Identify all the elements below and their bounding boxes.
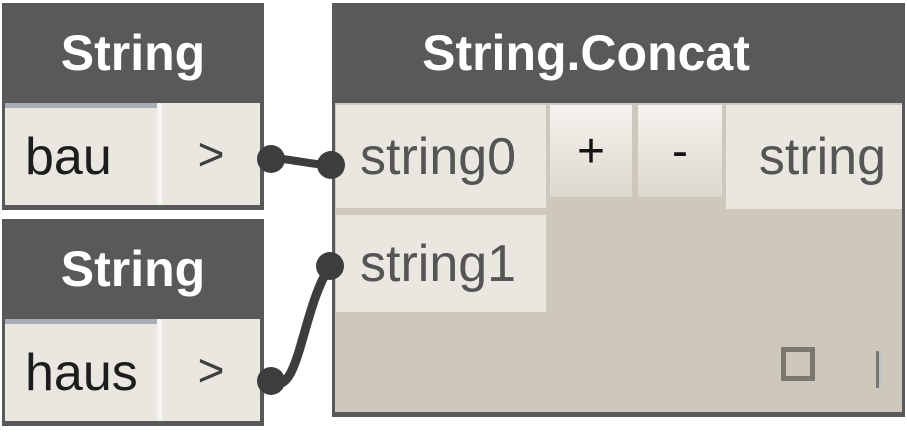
remove-input-button[interactable]: - <box>638 105 722 197</box>
string-concat-node[interactable]: String.Concat string0 string1 + - string <box>332 3 905 417</box>
port-bulb-string0-input[interactable] <box>317 151 345 179</box>
string-node-bau-body: bau > <box>5 103 260 205</box>
concat-input-port-string1[interactable]: string1 <box>336 215 546 312</box>
cell-divider <box>157 103 162 205</box>
add-input-button[interactable]: + <box>550 105 632 197</box>
port-bulb-bau-output[interactable] <box>257 145 285 173</box>
concat-input-port-string0[interactable]: string0 <box>336 105 546 208</box>
string-node-haus-body: haus > <box>5 319 260 421</box>
cell-divider <box>157 319 162 421</box>
string-value-input-haus[interactable]: haus <box>5 319 157 421</box>
concat-output-port-string[interactable]: string <box>726 105 902 209</box>
string-node-bau-title[interactable]: String <box>60 25 206 81</box>
port-bulb-string1-input[interactable] <box>316 252 344 280</box>
string-node-haus[interactable]: String haus > <box>2 219 264 426</box>
string-node-bau[interactable]: String bau > <box>2 3 264 210</box>
wire-haus-to-string1[interactable] <box>266 261 335 388</box>
port-bulb-haus-output[interactable] <box>257 367 285 395</box>
checkbox-icon[interactable] <box>781 347 815 381</box>
string-node-bau-output-port[interactable]: > <box>162 103 260 205</box>
resize-handle-icon[interactable] <box>876 351 881 388</box>
string-value-input-bau[interactable]: bau <box>5 103 157 205</box>
string-node-haus-output-port[interactable]: > <box>162 319 260 421</box>
string-node-haus-title[interactable]: String <box>60 241 206 297</box>
string-concat-body: string0 string1 + - string <box>335 103 902 412</box>
string-concat-title[interactable]: String.Concat <box>422 25 750 81</box>
